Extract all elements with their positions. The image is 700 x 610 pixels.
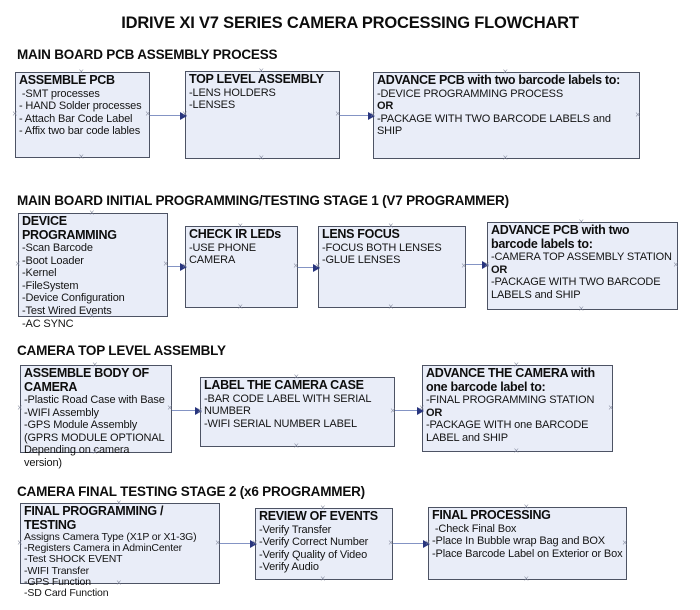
box-line: -Boot Loader bbox=[22, 254, 84, 267]
box-line: OR bbox=[426, 406, 443, 419]
box-line: -PACKAGE WITH one BARCODE LABEL and SHIP bbox=[426, 419, 592, 444]
box-line: OR bbox=[491, 263, 508, 276]
page-title: IDRIVE XI V7 SERIES CAMERA PROCESSING FL… bbox=[121, 14, 579, 32]
box-title: ADVANCE PCB with two barcode labels to: bbox=[377, 73, 620, 87]
flow-box-advance-pcb-1: ADVANCE PCB with two barcode labels to: … bbox=[370, 67, 641, 164]
section-heading-camera-top: CAMERA TOP LEVEL ASSEMBLY bbox=[17, 343, 226, 358]
box-title: FINAL PROCESSING bbox=[432, 508, 551, 522]
box-title: ADVANCE PCB with two barcode labels to: bbox=[491, 223, 630, 251]
box-line: -Device Configuration bbox=[22, 292, 125, 305]
box-line: -Verify Correct Number bbox=[259, 536, 369, 549]
box-line: -Place In Bubble wrap Bag and BOX bbox=[432, 535, 605, 548]
flow-box-top-level-assembly: TOP LEVEL ASSEMBLY -LENS HOLDERS -LENSES bbox=[182, 66, 341, 164]
box-line: -USE PHONE CAMERA bbox=[189, 241, 259, 267]
box-title: CHECK IR LEDs bbox=[189, 227, 281, 241]
flow-arrow bbox=[220, 539, 257, 548]
box-line: -AC SYNC bbox=[22, 317, 74, 330]
box-line: OR bbox=[377, 100, 394, 113]
section-heading-pcb-assembly: MAIN BOARD PCB ASSEMBLY PROCESS bbox=[17, 47, 278, 62]
box-line: -SMT processes bbox=[19, 87, 100, 100]
section-heading-stage1: MAIN BOARD INITIAL PROGRAMMING/TESTING S… bbox=[17, 193, 509, 208]
box-line: -Check Final Box bbox=[432, 522, 517, 535]
box-line: - Affix two bar code lables bbox=[19, 125, 141, 138]
flow-box-advance-pcb-2: ADVANCE PCB with two barcode labels to: … bbox=[484, 217, 679, 315]
box-line: (GPRS MODULE OPTIONAL bbox=[24, 431, 165, 444]
box-line: -Place Barcode Label on Exterior or Box bbox=[432, 547, 623, 560]
flow-arrow bbox=[340, 111, 375, 120]
box-line: -LENS HOLDERS bbox=[189, 86, 276, 99]
box-line: -DEVICE PROGRAMMING PROCESS bbox=[377, 87, 564, 100]
box-line: -Verify Quality of Video bbox=[259, 548, 368, 561]
box-line: -FOCUS BOTH LENSES bbox=[322, 241, 442, 254]
box-line: -WIFI Assembly bbox=[24, 406, 99, 419]
box-title: FINAL PROGRAMMING / TESTING bbox=[24, 504, 164, 532]
box-line: -Test SHOCK EVENT bbox=[24, 553, 123, 566]
flow-arrow bbox=[150, 111, 187, 120]
box-line: -FileSystem bbox=[22, 279, 79, 292]
box-line: -WIFI SERIAL NUMBER LABEL bbox=[204, 417, 357, 430]
box-line: -WIFI Transfer bbox=[24, 564, 89, 577]
box-line: -BAR CODE LABEL WITH SERIAL NUMBER bbox=[204, 392, 374, 418]
box-line: -FINAL PROGRAMMING STATION bbox=[426, 394, 595, 406]
flow-box-review-of-events: REVIEW OF EVENTS -Verify Transfer -Verif… bbox=[252, 503, 394, 585]
box-line: -PACKAGE WITH TWO BARCODE LABELS and SHI… bbox=[377, 112, 614, 138]
flow-box-assemble-pcb: ASSEMBLE PCB -SMT processes - HAND Solde… bbox=[12, 67, 151, 163]
box-line: -CAMERA TOP ASSEMBLY STATION bbox=[491, 251, 672, 263]
box-title: LABEL THE CAMERA CASE bbox=[204, 378, 364, 392]
flow-box-final-processing: FINAL PROCESSING -Check Final Box -Place… bbox=[425, 502, 628, 585]
box-title: TOP LEVEL ASSEMBLY bbox=[189, 72, 324, 86]
box-line: -Verify Audio bbox=[259, 561, 319, 574]
box-line: -Scan Barcode bbox=[22, 242, 93, 254]
flow-box-lens-focus: LENS FOCUS -FOCUS BOTH LENSES -GLUE LENS… bbox=[315, 221, 467, 313]
box-line: - Attach Bar Code Label bbox=[19, 112, 133, 125]
box-line: -LENSES bbox=[189, 99, 236, 112]
box-line: -PACKAGE WITH TWO BARCODE LABELS and SHI… bbox=[491, 276, 664, 301]
box-line: -Plastic Road Case with Base bbox=[24, 394, 165, 406]
box-title: ADVANCE THE CAMERA with one barcode labe… bbox=[426, 366, 595, 394]
flow-box-final-programming: FINAL PROGRAMMING / TESTING Assigns Came… bbox=[17, 498, 221, 599]
box-line: Assigns Camera Type (X1P or X1-3G) bbox=[24, 531, 197, 543]
box-line: -SD Card Function bbox=[24, 587, 109, 600]
flow-arrow bbox=[393, 539, 430, 548]
box-title: ASSEMBLE PCB bbox=[19, 73, 115, 87]
section-heading-final-testing: CAMERA FINAL TESTING STAGE 2 (x6 PROGRAM… bbox=[17, 484, 365, 499]
flow-box-assemble-body: ASSEMBLE BODY OF CAMERA -Plastic Road Ca… bbox=[17, 360, 173, 469]
box-line: -Registers Camera in AdminCenter bbox=[24, 542, 183, 555]
flow-box-label-camera-case: LABEL THE CAMERA CASE -BAR CODE LABEL WI… bbox=[197, 372, 396, 452]
flow-box-device-programming: DEVICE PROGRAMMING -Scan Barcode -Boot L… bbox=[15, 208, 169, 330]
box-line: -GPS Function bbox=[24, 575, 91, 588]
box-line: -Test Wired Events bbox=[22, 304, 112, 317]
box-line: -Kernel bbox=[22, 267, 57, 280]
box-title: ASSEMBLE BODY OF CAMERA bbox=[24, 366, 149, 394]
box-line: -Verify Transfer bbox=[259, 523, 332, 536]
box-line: Depending on camera version) bbox=[24, 444, 133, 469]
box-line: - HAND Solder processes bbox=[19, 100, 142, 113]
box-title: LENS FOCUS bbox=[322, 227, 400, 241]
box-line: -GPS Module Assembly bbox=[24, 419, 138, 432]
flow-box-advance-camera: ADVANCE THE CAMERA with one barcode labe… bbox=[419, 360, 614, 457]
flow-arrow bbox=[395, 406, 424, 415]
flow-arrow bbox=[172, 406, 202, 415]
flow-box-check-ir-leds: CHECK IR LEDs -USE PHONE CAMERA bbox=[182, 221, 299, 313]
box-line: -GLUE LENSES bbox=[322, 254, 401, 267]
box-title: REVIEW OF EVENTS bbox=[259, 509, 378, 523]
box-title: DEVICE PROGRAMMING bbox=[22, 214, 117, 242]
